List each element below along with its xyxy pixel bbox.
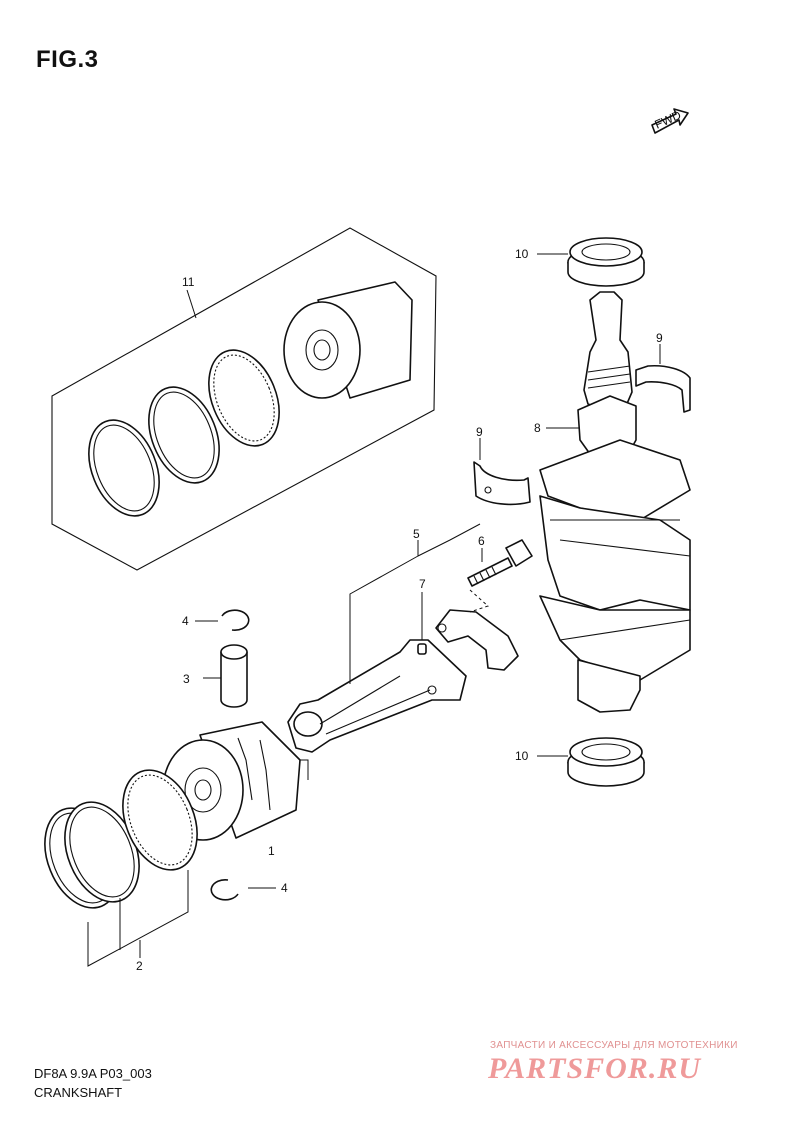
callout-3: 3 bbox=[183, 672, 190, 686]
watermark-logo: PARTSFOR.RU bbox=[488, 1052, 701, 1085]
callout-4-upper: 4 bbox=[182, 614, 189, 628]
diagram-code: DF8A 9.9A P03_003 bbox=[34, 1066, 152, 1081]
fwd-label: FWD bbox=[653, 108, 684, 132]
fwd-arrow-badge: FWD bbox=[651, 108, 689, 134]
callout-11: 11 bbox=[182, 275, 195, 289]
connecting-rod-bolt bbox=[467, 539, 533, 613]
crankshaft bbox=[539, 291, 691, 713]
callout-9-lower: 9 bbox=[476, 425, 483, 439]
piston-ring-kit-box bbox=[51, 227, 437, 571]
oil-seal-lower bbox=[537, 737, 645, 787]
callout-9-upper: 9 bbox=[656, 331, 663, 345]
connecting-rod-cap bbox=[435, 609, 519, 671]
diagram-name: CRANKSHAFT bbox=[34, 1085, 123, 1100]
callout-1: 1 bbox=[268, 844, 275, 858]
locating-dowel bbox=[417, 592, 427, 655]
callout-10-lower: 10 bbox=[515, 749, 529, 763]
watermark-tagline: ЗАПЧАСТИ И АКСЕССУАРЫ ДЛЯ МОТОТЕХНИКИ bbox=[490, 1040, 738, 1051]
piston-rings bbox=[44, 769, 198, 967]
connecting-rod bbox=[287, 523, 481, 780]
callout-10-upper: 10 bbox=[515, 247, 529, 261]
piston-pin-circlip-upper bbox=[195, 609, 250, 631]
callout-7: 7 bbox=[419, 577, 426, 591]
main-bearing-upper bbox=[635, 344, 691, 413]
callout-6: 6 bbox=[478, 534, 485, 548]
main-bearing-lower bbox=[473, 438, 531, 506]
callout-5: 5 bbox=[413, 527, 420, 541]
piston-pin-circlip-lower bbox=[210, 879, 276, 901]
figure-title: FIG.3 bbox=[36, 46, 99, 73]
piston-pin bbox=[203, 644, 248, 708]
oil-seal-upper bbox=[537, 237, 645, 287]
callout-2: 2 bbox=[136, 959, 143, 973]
callout-4-lower: 4 bbox=[281, 881, 288, 895]
callout-8: 8 bbox=[534, 421, 541, 435]
